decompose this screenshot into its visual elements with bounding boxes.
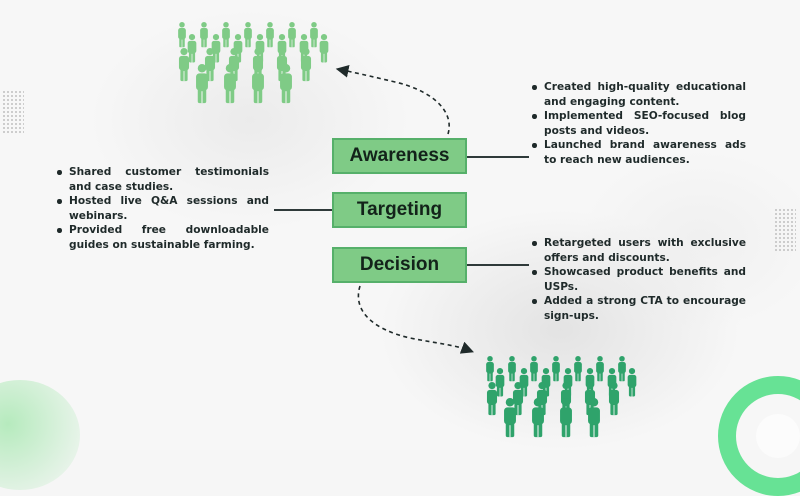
person-icon — [512, 382, 524, 416]
person-icon — [627, 368, 637, 397]
list-item: Created high-quality educational and eng… — [530, 80, 746, 109]
person-icon — [300, 48, 312, 82]
person-icon — [530, 356, 538, 382]
list-item: Added a strong CTA to encourage sign-ups… — [530, 294, 746, 323]
decision-points: Retargeted users with exclusive offers a… — [530, 236, 746, 324]
connector-decision — [467, 264, 529, 266]
list-item: Provided free downloadable guides on sus… — [55, 223, 269, 252]
person-icon — [560, 398, 572, 438]
person-icon — [178, 48, 190, 82]
list-item: Hosted live Q&A sessions and webinars. — [55, 194, 269, 223]
list-item: Showcased product benefits and USPs. — [530, 265, 746, 294]
person-icon — [608, 382, 620, 416]
flow-arrows — [335, 64, 474, 354]
person-icon — [588, 398, 600, 438]
people-crowd-icon — [178, 22, 329, 104]
person-icon — [596, 356, 604, 382]
person-icon — [618, 356, 626, 382]
person-icon — [266, 22, 274, 48]
person-icon — [178, 22, 186, 48]
list-item: Retargeted users with exclusive offers a… — [530, 236, 746, 265]
person-icon — [224, 64, 236, 104]
list-item: Shared customer testimonials and case st… — [55, 165, 269, 194]
person-icon — [196, 64, 208, 104]
person-icon — [504, 398, 516, 438]
person-icon — [187, 34, 197, 63]
list-item: Implemented SEO-focused blog posts and v… — [530, 109, 746, 138]
people-crowd-icon — [486, 356, 637, 438]
person-icon — [200, 22, 208, 48]
person-icon — [552, 356, 560, 382]
stage-decision: Decision — [332, 247, 467, 283]
awareness-points: Created high-quality educational and eng… — [530, 80, 746, 168]
person-icon — [532, 398, 544, 438]
dashed-curved-arrow-icon — [335, 64, 450, 135]
dot-grid-right — [774, 208, 796, 252]
person-icon — [486, 382, 498, 416]
person-icon — [574, 356, 582, 382]
person-icon — [508, 356, 516, 382]
dashed-curved-arrow-icon — [357, 285, 474, 354]
person-icon — [204, 48, 216, 82]
list-item: Launched brand awareness ads to reach ne… — [530, 138, 746, 167]
person-icon — [222, 22, 230, 48]
stage-awareness: Awareness — [332, 138, 467, 174]
person-icon — [280, 64, 292, 104]
person-icon — [495, 368, 505, 397]
targeting-points: Shared customer testimonials and case st… — [55, 165, 269, 253]
person-icon — [319, 34, 329, 63]
person-icon — [310, 22, 318, 48]
person-icon — [486, 356, 494, 382]
connector-awareness — [467, 156, 529, 158]
stage-targeting: Targeting — [332, 192, 467, 228]
person-icon — [252, 64, 264, 104]
person-icon — [288, 22, 296, 48]
person-icon — [244, 22, 252, 48]
connector-targeting — [274, 209, 332, 211]
dot-grid-left — [2, 90, 24, 134]
